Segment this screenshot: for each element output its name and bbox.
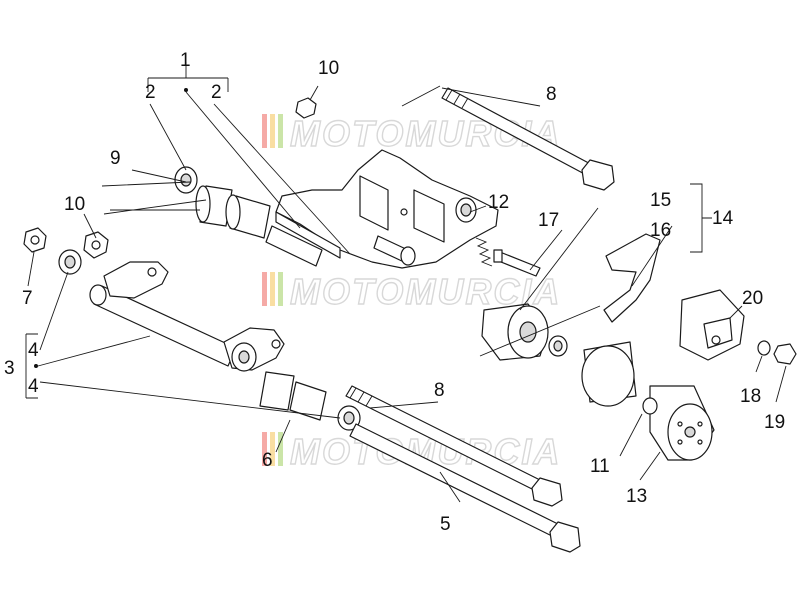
spring — [475, 237, 493, 267]
main-shaft — [89, 284, 237, 367]
callout-18: 18 — [740, 386, 761, 407]
callout-20: 20 — [742, 288, 763, 309]
bolt-lower-5 — [349, 423, 581, 553]
plate-right — [223, 327, 285, 372]
bearing-left-lower — [58, 249, 82, 275]
callout-10-top: 10 — [318, 58, 339, 79]
watermark-bar-green — [278, 114, 283, 148]
watermark-bar-green — [278, 272, 283, 306]
callout-12: 12 — [488, 192, 509, 213]
callout-9: 9 — [110, 148, 121, 169]
callout-3: 3 — [4, 358, 15, 379]
drum-cover — [649, 385, 715, 461]
drum-ring — [581, 341, 637, 407]
nut-left — [23, 227, 47, 253]
link-pin — [373, 235, 416, 266]
bolt-lower-8 — [345, 385, 563, 507]
callout-1: 1 — [180, 50, 191, 71]
bearing-left-upper — [174, 166, 198, 194]
nut-mid — [83, 231, 109, 259]
watermark-bar-red — [262, 272, 267, 306]
callout-labels: 1 2 2 10 8 9 10 12 15 17 16 14 7 20 4 3 … — [4, 50, 785, 535]
clip-11 — [642, 397, 658, 415]
callout-8-top: 8 — [546, 84, 557, 105]
callout-5: 5 — [440, 514, 451, 535]
callout-11: 11 — [590, 456, 610, 477]
callout-19: 19 — [764, 412, 785, 433]
watermark-bottom: MOTOMURCIA — [262, 430, 561, 473]
washer-16 — [548, 335, 568, 357]
callout-16: 16 — [650, 220, 671, 241]
callout-13: 13 — [626, 486, 647, 507]
callout-4-upper: 4 — [28, 340, 39, 361]
callout-2-right: 2 — [211, 82, 222, 103]
callout-14: 14 — [712, 208, 734, 229]
callout-10-left: 10 — [64, 194, 85, 215]
bolt-small — [493, 249, 541, 277]
watermark-bar-yellow — [270, 272, 275, 306]
sleeve-lower — [259, 371, 361, 431]
bolt-19 — [773, 343, 797, 365]
leader-lines — [25, 62, 787, 503]
bracket-arm — [603, 233, 661, 323]
watermark-bar-red — [262, 114, 267, 148]
nut-top — [295, 97, 317, 119]
watermark-bar-green — [278, 432, 283, 466]
swing-arm-link — [275, 149, 499, 269]
callout-15: 15 — [650, 190, 671, 211]
callout-8-lower: 8 — [434, 380, 445, 401]
sleeve-upper — [195, 185, 323, 267]
watermark-bar-yellow — [270, 114, 275, 148]
watermark-text: MOTOMURCIA — [290, 431, 561, 472]
mount-bracket — [679, 289, 745, 361]
bolt-upper — [441, 87, 615, 191]
callout-7: 7 — [22, 288, 33, 309]
bearing-right — [455, 197, 477, 223]
callout-6: 6 — [262, 450, 273, 471]
watermark-text: MOTOMURCIA — [290, 113, 561, 154]
watermark-bar-red — [262, 432, 267, 466]
hub-cylinder — [481, 303, 549, 361]
plate-left — [103, 261, 169, 299]
callout-2-left: 2 — [145, 82, 156, 103]
callout-17: 17 — [538, 210, 559, 231]
watermark-top: MOTOMURCIA — [262, 112, 561, 155]
callout-4-lower: 4 — [28, 376, 39, 397]
washer-18 — [757, 340, 771, 356]
watermark-bar-yellow — [270, 432, 275, 466]
